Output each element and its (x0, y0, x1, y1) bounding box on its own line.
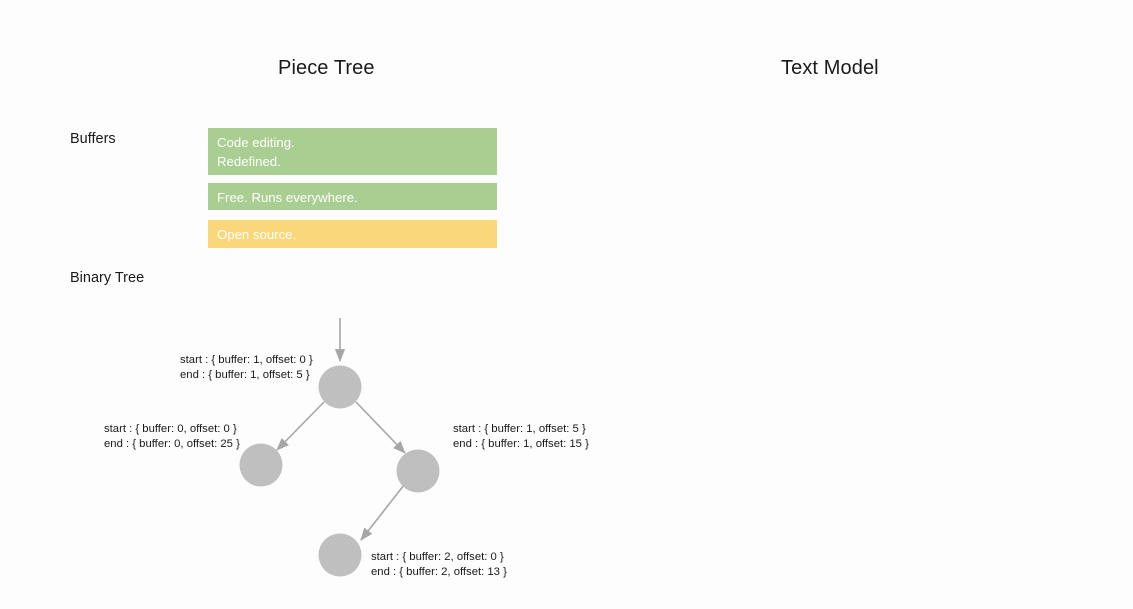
tree-edge-right-to-bottom (360, 484, 405, 541)
buffer-bar-0: Code editing. Redefined. (208, 128, 497, 175)
piece-tree-column-title: Piece Tree (278, 57, 375, 79)
binary-tree-section-label: Binary Tree (70, 270, 145, 286)
tree-node-label-bottom: start : { buffer: 2, offset: 0 } end : {… (371, 551, 507, 578)
buffer-bar-1: Free. Runs everywhere. (208, 183, 497, 210)
buffers-section-label: Buffers (70, 131, 116, 147)
tree-edge-root-to-right (355, 401, 406, 454)
text-model-column-title: Text Model (781, 57, 879, 79)
buffer-bar-2: Open source. (208, 220, 497, 248)
tree-node-label-right: start : { buffer: 1, offset: 5 } end : {… (453, 423, 589, 450)
tree-node-root (318, 365, 362, 409)
tree-node-label-root: start : { buffer: 1, offset: 0 } end : {… (180, 354, 313, 381)
tree-node-label-left: start : { buffer: 0, offset: 0 } end : {… (104, 423, 240, 450)
tree-node-left (239, 443, 283, 487)
tree-edge-root-to-left (276, 401, 325, 451)
binary-tree-graphic (239, 318, 440, 577)
tree-node-right (396, 449, 440, 493)
tree-node-bottom (318, 533, 362, 577)
